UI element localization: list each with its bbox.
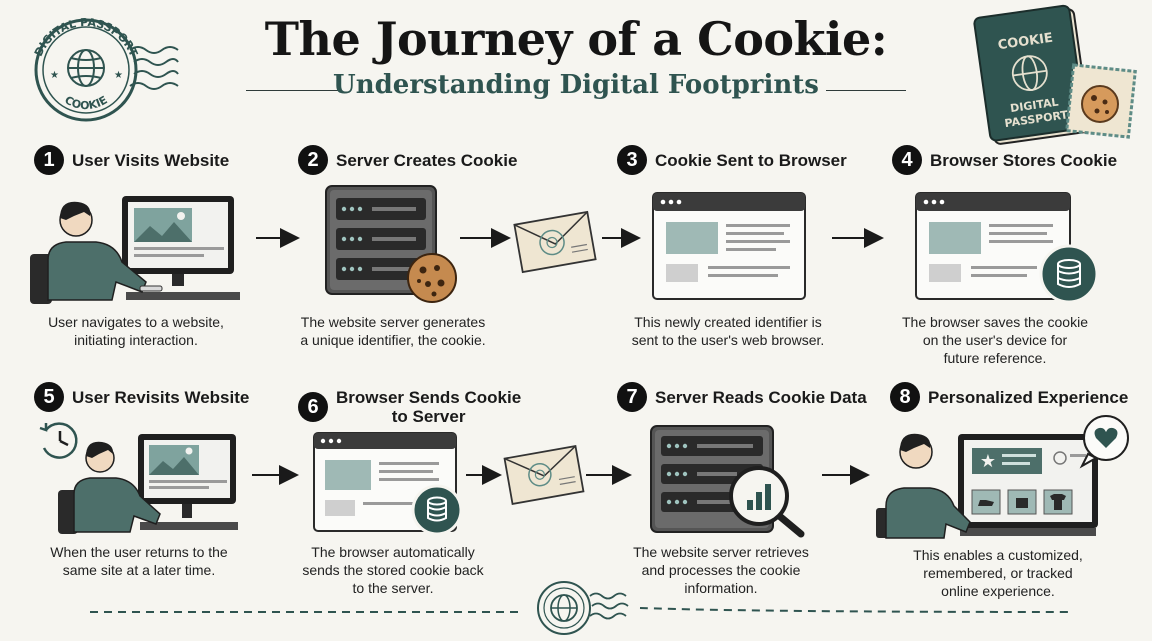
step-7-header: 7 Server Reads Cookie Data xyxy=(617,382,867,412)
globe-icon xyxy=(1011,55,1048,92)
svg-text:★: ★ xyxy=(114,70,123,81)
step-number: 4 xyxy=(892,145,922,175)
step-title: User Visits Website xyxy=(72,150,230,170)
database-icon xyxy=(411,484,463,536)
step-6-header: 6 Browser Sends Cookie to Server xyxy=(298,388,521,426)
step-2-header: 2 Server Creates Cookie xyxy=(298,145,517,175)
step-5-header: 5 User Revisits Website xyxy=(34,382,249,412)
step-title-line: to Server xyxy=(391,407,466,426)
step-4-description: The browser saves the cookie on the user… xyxy=(880,313,1110,367)
passport-book-icon: COOKIE DIGITAL PASSPORT xyxy=(973,4,1148,145)
cookie-stamp-icon xyxy=(1065,63,1137,139)
step-number: 5 xyxy=(34,382,64,412)
step-2-description: The website server generates a unique id… xyxy=(282,313,504,349)
user-icon xyxy=(1053,451,1067,465)
browser-window-illustration xyxy=(652,192,806,300)
step-title-line: Browser Sends Cookie xyxy=(336,388,522,407)
heart-icon xyxy=(1079,415,1129,469)
step-number: 8 xyxy=(890,382,920,412)
step-number: 2 xyxy=(298,145,328,175)
server-with-magnifier-illustration xyxy=(649,424,809,540)
desc-line: This enables a customized, xyxy=(913,547,1083,563)
dashed-path-right xyxy=(639,607,1073,613)
step-8-description: This enables a customized, remembered, o… xyxy=(880,546,1116,600)
step-title: User Revisits Website xyxy=(72,387,250,407)
envelope-icon xyxy=(503,444,585,506)
desc-line: online experience. xyxy=(941,583,1055,599)
step-1-header: 1 User Visits Website xyxy=(34,145,229,175)
globe-icon xyxy=(67,49,105,87)
step-title: Personalized Experience xyxy=(928,387,1129,407)
step-number: 7 xyxy=(617,382,647,412)
browser-with-storage-illustration xyxy=(915,192,1101,304)
desc-line: This newly created identifier is xyxy=(634,314,822,330)
step-title: Browser Stores Cookie xyxy=(930,150,1118,170)
step-title: Server Reads Cookie Data xyxy=(655,387,867,407)
desc-line: future reference. xyxy=(943,350,1047,366)
personalized-experience-illustration: ★ xyxy=(874,414,1136,540)
stamp-text-bottom: COOKIE xyxy=(62,93,109,112)
desc-line: When the user returns to the xyxy=(50,544,228,560)
step-1-description: User navigates to a website, initiating … xyxy=(20,313,252,349)
desc-line: and processes the cookie xyxy=(641,562,801,578)
step-title: Server Creates Cookie xyxy=(336,150,518,170)
step-3-description: This newly created identifier is sent to… xyxy=(608,313,848,349)
svg-text:★: ★ xyxy=(50,70,59,81)
desc-line: sent to the user's web browser. xyxy=(631,332,825,348)
step-number: 6 xyxy=(298,392,328,422)
globe-stamp-icon xyxy=(528,576,640,636)
svg-text:COOKIE: COOKIE xyxy=(62,93,109,112)
page-title: The Journey of a Cookie: xyxy=(264,12,888,66)
desc-line: The browser automatically xyxy=(311,544,475,560)
bag-icon xyxy=(1016,498,1028,508)
browser-with-storage-illustration xyxy=(313,432,465,536)
step-4-header: 4 Browser Stores Cookie xyxy=(892,145,1117,175)
step-6-description: The browser automatically sends the stor… xyxy=(282,543,504,597)
server-rack-icon xyxy=(336,198,426,280)
step-5-description: When the user returns to the same site a… xyxy=(28,543,250,579)
step-number: 1 xyxy=(34,145,64,175)
desc-line: a unique identifier, the cookie. xyxy=(300,332,486,348)
server-with-cookie-illustration xyxy=(322,184,462,304)
step-3-header: 3 Cookie Sent to Browser xyxy=(617,145,847,175)
passport-stamp-icon: DIGITAL PASSPORT COOKIE ★ ★ xyxy=(22,10,182,122)
step-number: 3 xyxy=(617,145,647,175)
user-at-computer-illustration xyxy=(56,428,240,536)
user-at-computer-illustration xyxy=(26,190,242,305)
desc-line: sends the stored cookie back xyxy=(302,562,484,578)
step-title: Cookie Sent to Browser xyxy=(655,150,847,170)
desc-line: initiating interaction. xyxy=(74,332,198,348)
subtitle-divider-left xyxy=(246,90,340,91)
tshirt-icon xyxy=(1050,494,1066,510)
shoe-icon xyxy=(978,500,994,506)
step-7-description: The website server retrieves and process… xyxy=(606,543,836,597)
clock-icon xyxy=(38,420,82,462)
envelope-icon xyxy=(513,210,597,274)
desc-line: same site at a later time. xyxy=(62,562,216,578)
star-icon: ★ xyxy=(980,451,996,471)
step-8-header: 8 Personalized Experience xyxy=(890,382,1128,412)
desc-line: The website server retrieves xyxy=(633,544,809,560)
desc-line: User navigates to a website, xyxy=(48,314,224,330)
desc-line: to the server. xyxy=(352,580,434,596)
magnifier-icon xyxy=(729,466,805,538)
subtitle-divider-right xyxy=(826,90,906,91)
desc-line: remembered, or tracked xyxy=(923,565,1073,581)
desc-line: The browser saves the cookie xyxy=(902,314,1088,330)
database-icon xyxy=(1039,244,1099,304)
desc-line: on the user's device for xyxy=(922,332,1068,348)
desc-line: information. xyxy=(684,580,758,596)
cookie-icon xyxy=(407,253,457,303)
desc-line: The website server generates xyxy=(300,314,486,330)
step-title: Browser Sends Cookie to Server xyxy=(336,388,521,426)
page-subtitle: Understanding Digital Footprints xyxy=(333,70,819,100)
